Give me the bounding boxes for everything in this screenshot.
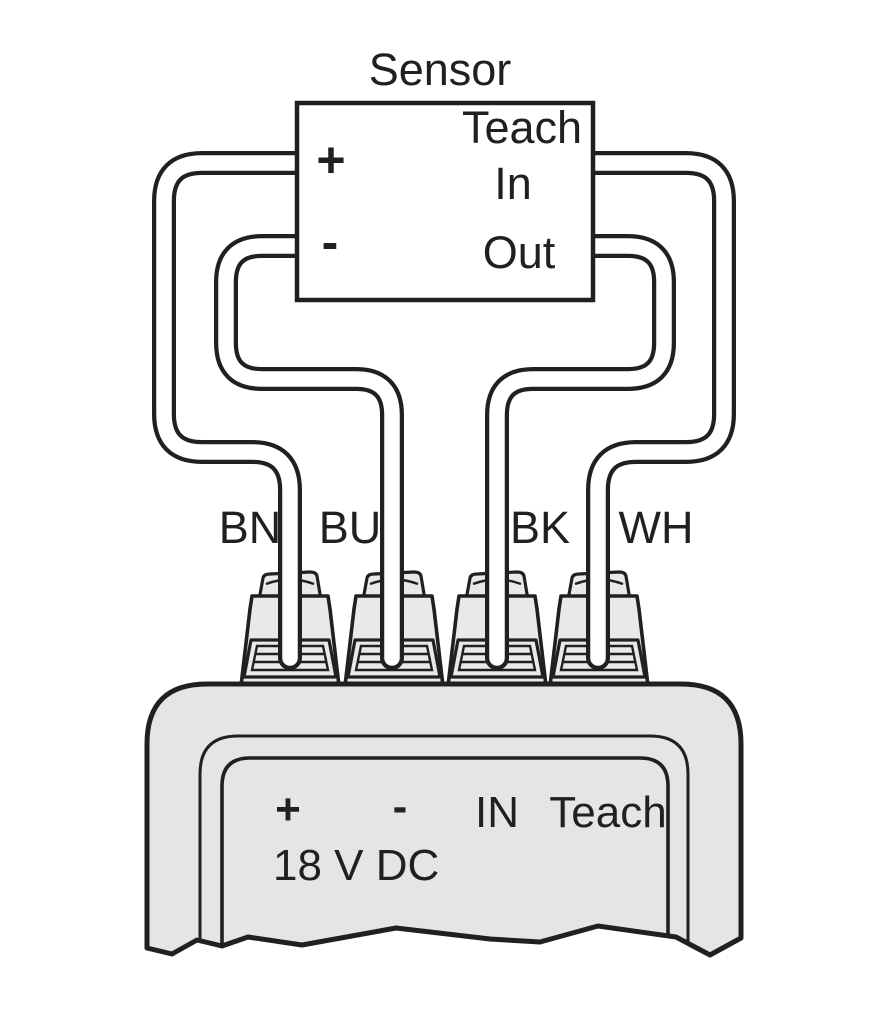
sensor-plus-label: + [316, 132, 345, 188]
device-label-panel [220, 756, 670, 946]
device-plus-label: + [275, 785, 301, 834]
sensor-out-label: Out [483, 227, 556, 278]
device-in-label: IN [475, 788, 519, 837]
device-middle-outline [198, 734, 690, 943]
device-teach-label: Teach [549, 788, 666, 837]
sensor-minus-label: - [322, 214, 339, 270]
power-device: + - IN Teach 18 V DC [144, 681, 744, 958]
sensor-title: Sensor [369, 44, 512, 95]
wire-label-bu: BU [319, 502, 382, 553]
wire-labels: BN BU BK WH [219, 502, 694, 553]
device-minus-label: - [393, 782, 408, 831]
sensor-in-label: In [494, 158, 532, 209]
sensor-teach-label: Teach [462, 102, 582, 153]
device-outer-shape [144, 681, 744, 958]
wire-label-wh: WH [619, 502, 694, 553]
wire-label-bn: BN [219, 502, 282, 553]
wire-label-bk: BK [510, 502, 570, 553]
sensor-box: Sensor + - Teach In Out [294, 44, 596, 303]
sensor-box-outline [294, 100, 596, 303]
device-supply-label: 18 V DC [273, 841, 439, 890]
